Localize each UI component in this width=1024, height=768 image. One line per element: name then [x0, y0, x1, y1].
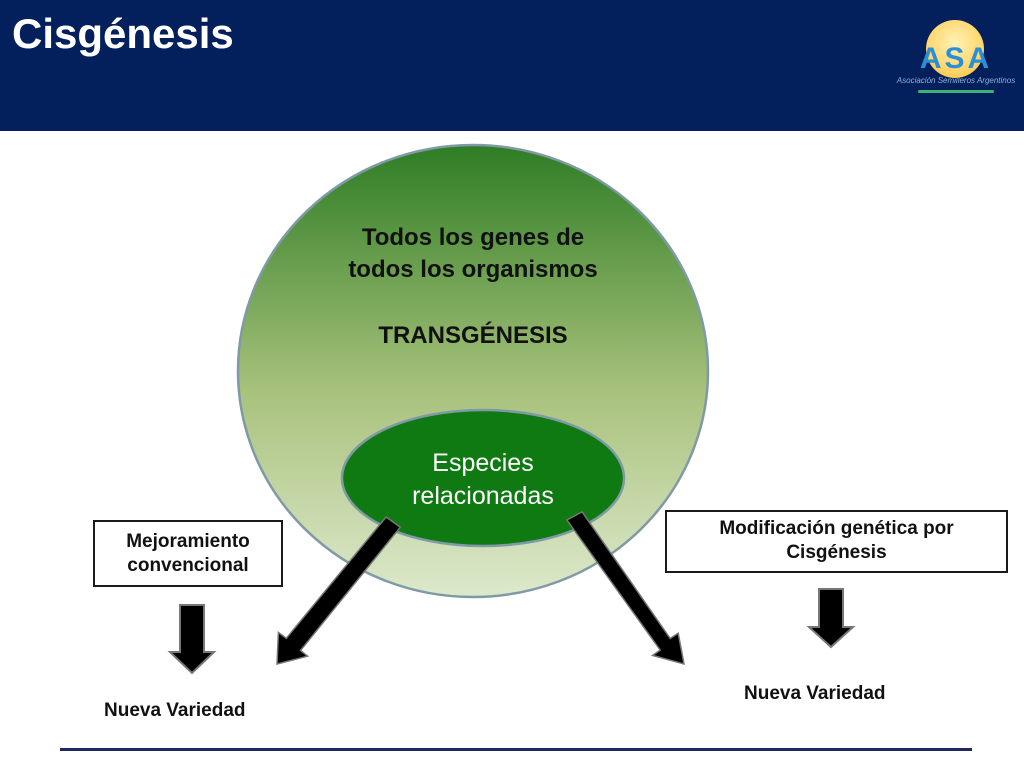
diagonal-arrow-right — [565, 510, 685, 666]
diagonal-arrow-left — [276, 515, 402, 665]
right-box-line2: Cisgénesis — [786, 542, 887, 563]
inner-oval-line1: Especies — [432, 449, 534, 477]
big-circle-line1: Todos los genes de — [361, 224, 585, 251]
big-circle-line2: todos los organismos — [348, 256, 598, 283]
logo-subtitle: Asociación Semilleros Argentinos — [896, 76, 1016, 85]
big-circle-label: Todos los genes de todos los organismos … — [300, 222, 646, 352]
logo-underline — [918, 90, 994, 93]
left-box-line2: convencional — [127, 555, 249, 576]
transgenesis-label: TRANSGÉNESIS — [378, 322, 568, 349]
sun-icon — [926, 20, 984, 78]
left-box-line1: Mejoramiento — [126, 531, 250, 552]
down-arrow-right — [806, 588, 856, 649]
down-arrow-left — [167, 604, 217, 675]
slide-header: Cisgénesis ASA Asociación Semilleros Arg… — [0, 0, 1024, 131]
logo-text: ASA — [919, 42, 993, 75]
right-box-line1: Modificación genética por — [719, 518, 954, 539]
inner-oval-line2: relacionadas — [412, 482, 554, 510]
right-result-label: Nueva Variedad — [744, 683, 886, 704]
left-result-label: Nueva Variedad — [104, 700, 246, 721]
page-title: Cisgénesis — [12, 10, 234, 57]
inner-oval-label: Especies relacionadas — [352, 447, 614, 513]
bottom-divider — [60, 748, 972, 751]
conventional-breeding-box: Mejoramiento convencional — [93, 520, 283, 587]
asa-logo: ASA Asociación Semilleros Argentinos — [888, 14, 1024, 98]
cisgenesis-box: Modificación genética por Cisgénesis — [665, 510, 1008, 573]
inner-oval — [340, 408, 626, 548]
